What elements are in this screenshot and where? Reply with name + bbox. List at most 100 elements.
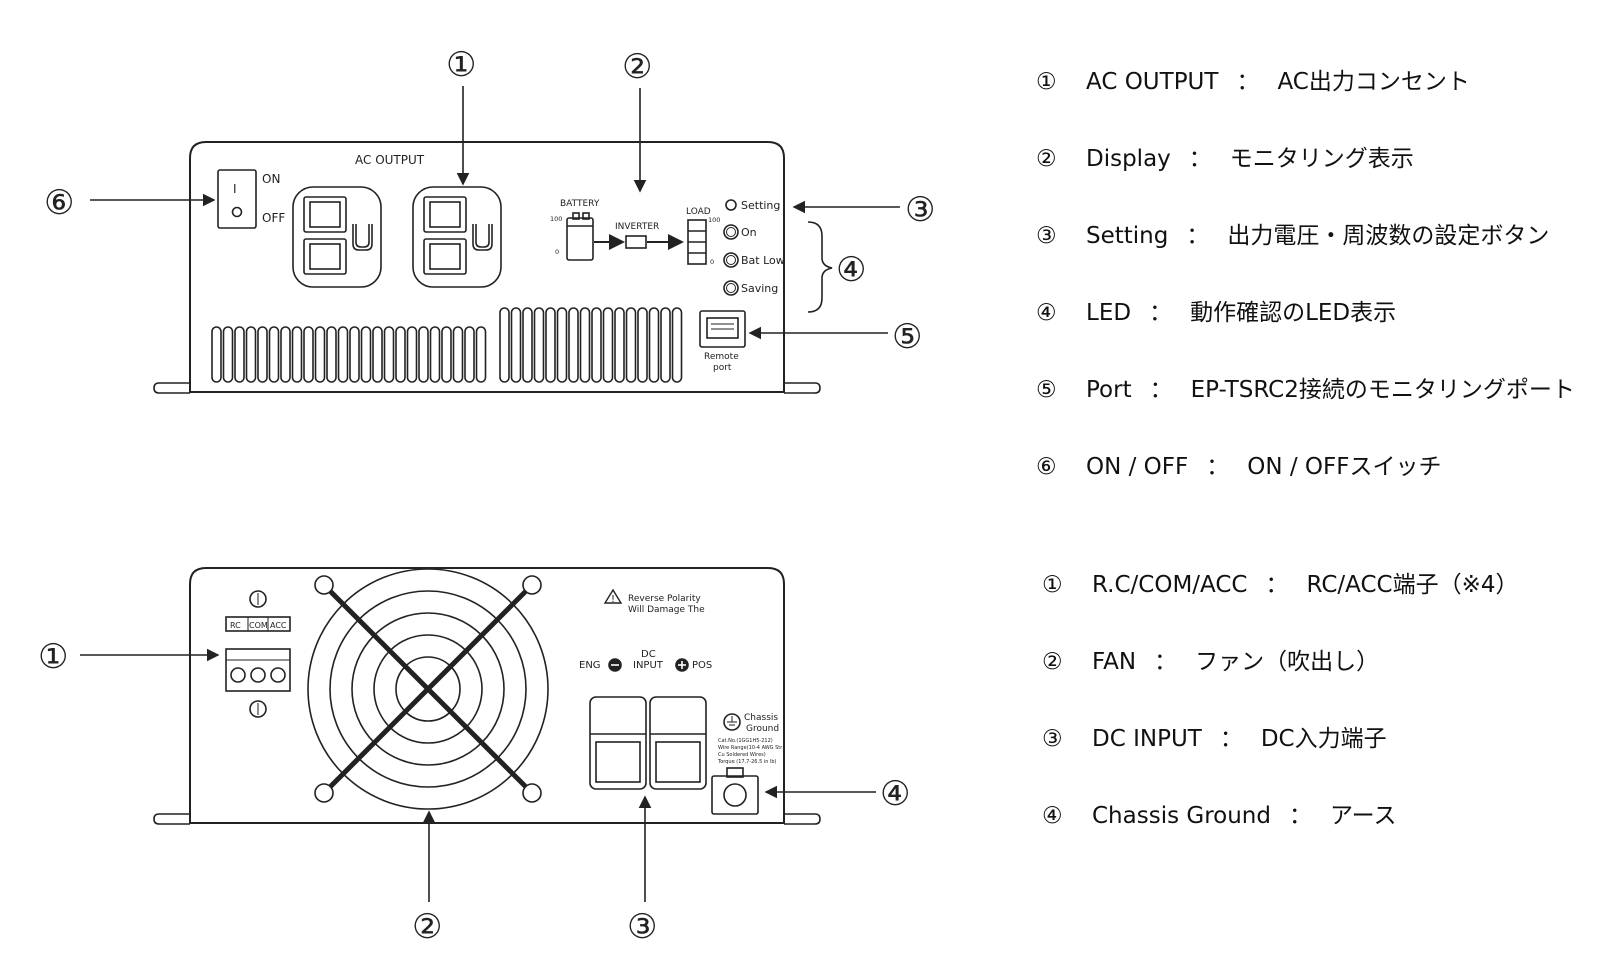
inverter-label: INVERTER <box>615 222 659 232</box>
switch-mark-off <box>231 206 243 218</box>
terminal-label-rc: RC <box>230 621 241 630</box>
rc-com-acc-terminal[interactable] <box>225 648 291 692</box>
vent-slot <box>234 326 245 383</box>
rear-foot-left <box>153 813 190 825</box>
led-bat-low-label: Bat Low <box>741 254 785 267</box>
vent-slot <box>464 326 475 383</box>
vent-slot <box>314 326 326 383</box>
load-scale-max: 100 <box>708 216 720 224</box>
vent-slot <box>510 307 522 383</box>
switch-off-label: OFF <box>262 211 285 225</box>
vent-slot <box>545 307 556 383</box>
vent-slot <box>245 326 257 383</box>
rear-callout-2: ② <box>412 907 442 947</box>
terminal-label-acc: ACC <box>270 621 287 630</box>
dc-terminal-negative[interactable] <box>589 696 647 790</box>
ac-outlet-2[interactable] <box>412 186 502 288</box>
vent-slot <box>418 326 429 383</box>
vent-slot <box>660 307 671 383</box>
rear-foot-right <box>784 813 821 825</box>
chassis-label-2: Ground <box>746 724 779 734</box>
status-display: BATTERY 100 0 INVERTER LOAD 100 0 <box>550 199 720 266</box>
vent-slot <box>372 326 383 383</box>
ac-outlet-1[interactable] <box>292 186 382 288</box>
callout-1: ① <box>446 45 476 85</box>
vent-slot <box>280 326 291 383</box>
vent-slot <box>602 307 614 383</box>
switch-on-label: ON <box>262 172 280 186</box>
load-scale-min: 0 <box>710 258 714 266</box>
ground-symbol <box>723 713 741 731</box>
terminal-screw-bottom <box>249 700 267 718</box>
vent-slot <box>303 326 314 383</box>
fan-guard <box>307 568 549 810</box>
vent-slot <box>257 326 268 383</box>
svg-text:!: ! <box>611 594 615 605</box>
vent-slot <box>291 326 303 383</box>
terminal-screw-top <box>249 590 267 608</box>
vent-slot <box>452 326 464 383</box>
remote-port-label-1: Remote <box>704 352 739 362</box>
vent-slot <box>337 326 349 383</box>
warning-text-2: Will Damage The <box>628 605 705 615</box>
front-panel-body <box>189 141 785 393</box>
rear-callouts: ① ② ③ ④ <box>38 637 910 947</box>
chassis-ground-terminal[interactable] <box>711 775 759 815</box>
vent-slot <box>211 326 222 383</box>
dc-terminal-positive[interactable] <box>649 696 707 790</box>
front-vents <box>211 307 683 383</box>
spec-line-3: Cu Soldered Wires) <box>718 752 766 758</box>
callout-4: ④ <box>836 250 866 290</box>
battery-scale-min: 0 <box>555 248 559 256</box>
rear-callout-1: ① <box>38 637 68 677</box>
inverter-icon <box>625 235 647 249</box>
callout-6: ⑥ <box>44 183 74 223</box>
switch-mark-on: I <box>233 182 237 196</box>
terminal-label-com: COM <box>249 621 268 630</box>
rear-callout-4: ④ <box>880 774 910 814</box>
dc-neg-label: ENG <box>579 660 601 671</box>
vent-slot <box>429 326 441 383</box>
vent-slot <box>441 326 452 383</box>
rear-panel-body <box>189 567 785 824</box>
warning-text-1: Reverse Polarity <box>628 594 701 604</box>
vent-slot <box>614 307 625 383</box>
callout-5: ⑤ <box>892 317 922 357</box>
vent-slot <box>533 307 545 383</box>
led-brace <box>807 221 833 313</box>
vent-slot <box>637 307 648 383</box>
remote-port-label-2: port <box>713 363 732 373</box>
vent-slot <box>568 307 579 383</box>
dc-title-2: INPUT <box>633 660 664 671</box>
power-switch[interactable] <box>217 169 257 229</box>
vent-slot <box>383 326 395 383</box>
load-label: LOAD <box>686 207 711 217</box>
warning-icon <box>603 588 623 604</box>
led-saving-label: Saving <box>741 282 778 295</box>
vent-slot <box>556 307 568 383</box>
spec-line-4: Torque (17.7-26.5 in lb) <box>717 759 777 765</box>
vent-slot <box>671 307 683 383</box>
chassis-label-1: Chassis <box>744 713 778 723</box>
dc-title-1: DC <box>641 649 656 660</box>
vent-slot <box>406 326 418 383</box>
rear-panel: RC COM ACC ! Reverse Polarity Will Damag… <box>153 567 821 825</box>
ac-output-label: AC OUTPUT <box>355 153 425 167</box>
front-foot-right <box>784 382 821 394</box>
setting-label: Setting <box>741 199 780 212</box>
led-saving <box>723 280 739 296</box>
front-callouts: ① ② ③ ④ ⑤ ⑥ <box>44 45 935 357</box>
vent-slot <box>360 326 372 383</box>
setting-button[interactable] <box>725 199 737 211</box>
remote-port[interactable] <box>699 310 746 348</box>
